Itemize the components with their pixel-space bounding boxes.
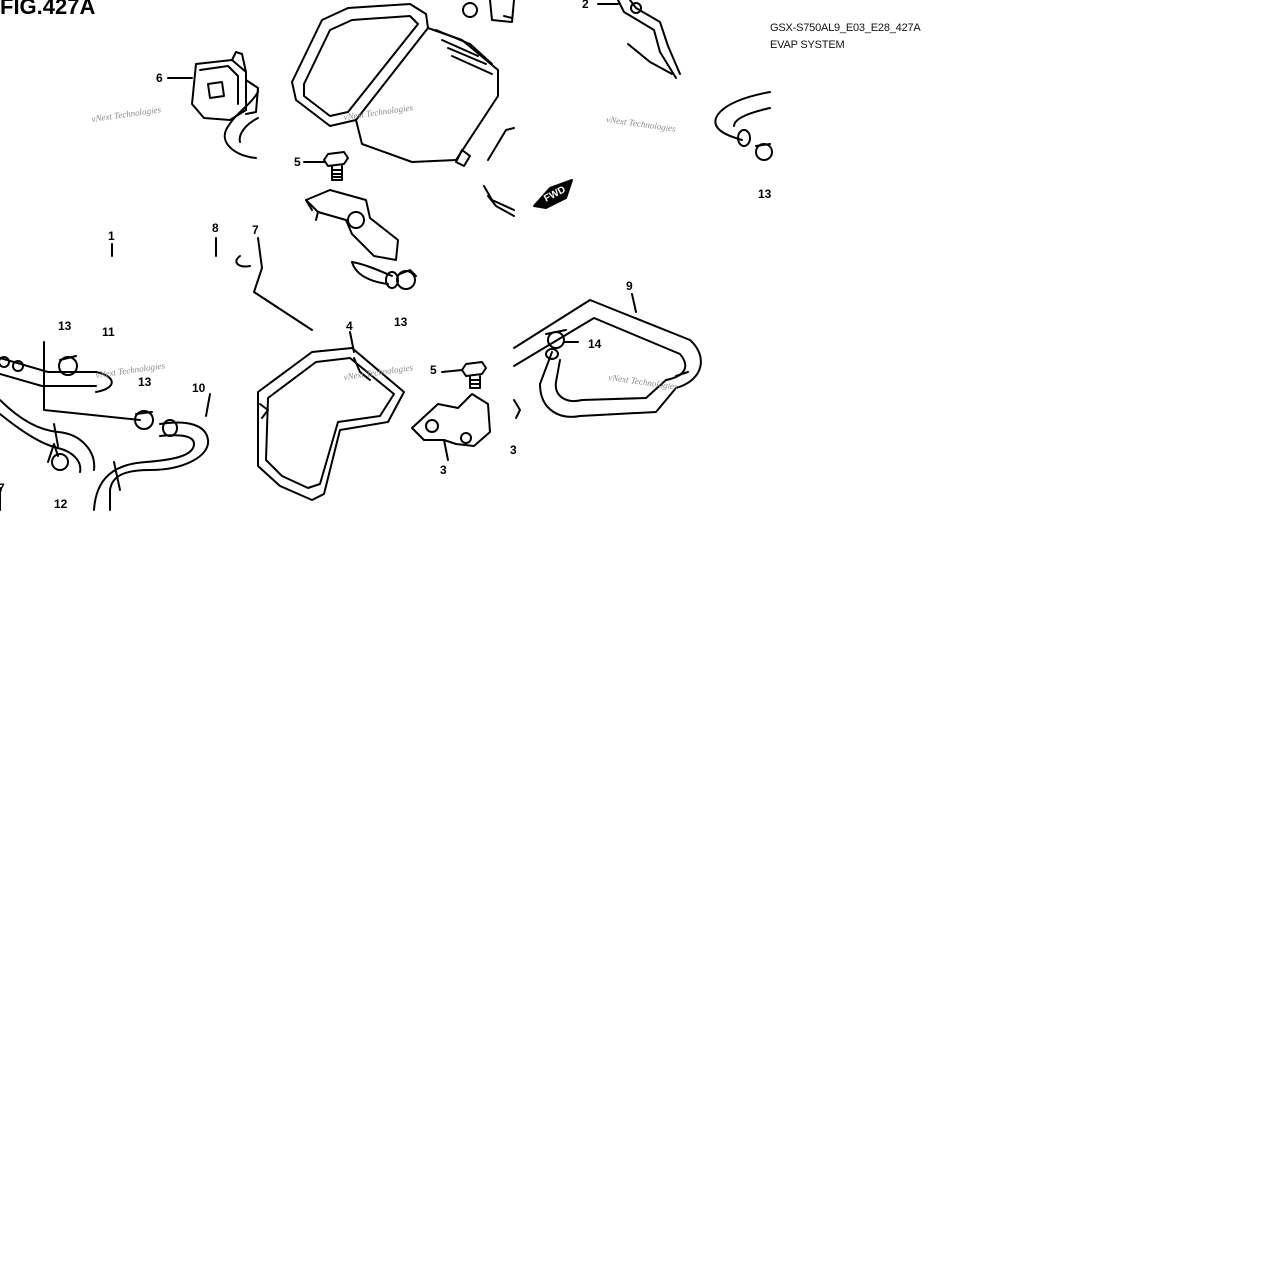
spring-clip <box>47 443 69 471</box>
tube-bracket <box>617 0 681 79</box>
hose-clamp-left-lower <box>134 410 154 430</box>
model-code: GSX-S750AL9_E03_E28_427A <box>770 22 921 34</box>
callout-6: 6 <box>156 71 163 85</box>
purge-control-valve <box>191 51 259 121</box>
mounting-bracket <box>411 393 491 447</box>
callout-5-lower: 5 <box>430 363 437 377</box>
callout-11: 11 <box>102 325 115 339</box>
hose-clamp-left-upper <box>58 355 78 376</box>
hose-assembly <box>0 341 210 511</box>
center-hose <box>351 261 393 277</box>
watermark-4: vNext Technologies <box>95 360 166 380</box>
hose-clamp-right <box>755 143 773 161</box>
callout-2: 2 <box>582 0 589 11</box>
bolt-upper <box>323 151 349 181</box>
watermark-3: vNext Technologies <box>606 114 677 134</box>
evap-canister <box>291 3 499 167</box>
long-vent-hose <box>513 299 702 418</box>
system-name: EVAP SYSTEM <box>770 39 845 51</box>
fwd-direction-arrow <box>533 179 573 209</box>
valve-hose <box>223 91 259 159</box>
watermark-5: vNext Technologies <box>343 362 414 382</box>
watermark-1: vNext Technologies <box>91 104 162 124</box>
bolt-lower <box>461 361 487 389</box>
hose-clamp-center <box>396 269 417 290</box>
callout-13-left: 13 <box>58 319 72 333</box>
callout-3: 3 <box>440 463 447 477</box>
callout-14: 14 <box>588 337 602 351</box>
callout-13-mid: 13 <box>138 375 152 389</box>
canister-cover <box>257 347 405 501</box>
watermark-6: vNext Technologies <box>608 372 679 392</box>
callout-7-upper: 7 <box>252 223 259 237</box>
callout-13-center: 13 <box>394 315 408 329</box>
callout-10: 10 <box>192 381 206 395</box>
canister-bracket <box>305 189 399 261</box>
callout-5-upper: 5 <box>294 155 301 169</box>
hose-clamp-14 <box>545 329 567 349</box>
callout-9: 9 <box>626 279 633 293</box>
canister-bracket-right <box>483 127 515 217</box>
callout-7-edge: 7 <box>0 481 5 495</box>
callout-4: 4 <box>346 319 353 333</box>
right-hose <box>714 91 771 141</box>
figure-title: FIG.427A <box>0 0 96 19</box>
callout-12: 12 <box>54 497 68 511</box>
callout-1: 1 <box>108 229 115 243</box>
callout-13-right: 13 <box>758 187 772 201</box>
mount-boss <box>462 0 515 23</box>
callout-3-edge: 3 <box>510 443 517 457</box>
callout-8: 8 <box>212 221 219 235</box>
